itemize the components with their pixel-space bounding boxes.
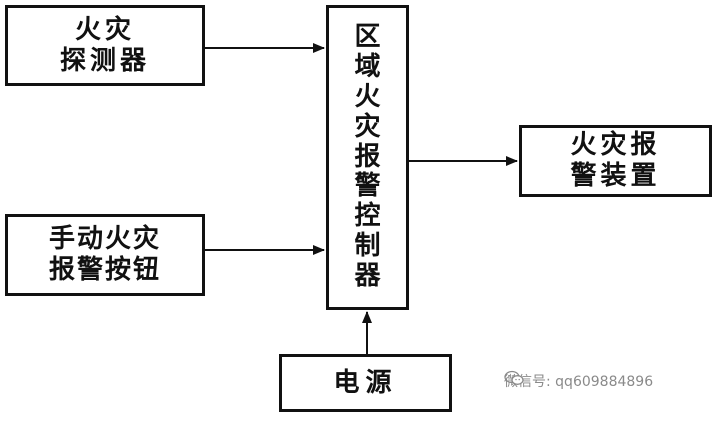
area-fire-alarm-controller-label: 区 域 火 灾 报 警 控 制 器 [354,21,381,292]
fire-alarm-device-box: 火灾报 警装置 [519,125,712,197]
watermark-text: 微信号: qq609884896 [504,374,654,390]
wechat-icon [504,370,524,385]
fire-detector-box: 火灾 探测器 [5,5,205,86]
fire-detector-label: 火灾 探测器 [59,14,150,76]
power-supply-box: 电源 [279,354,452,412]
fire-alarm-device-label: 火灾报 警装置 [570,130,661,191]
watermark: 微信号: qq609884896 [504,370,653,392]
manual-alarm-button-label: 手动火灾 报警按钮 [48,224,161,285]
area-fire-alarm-controller-box: 区 域 火 灾 报 警 控 制 器 [326,5,409,310]
power-supply-label: 电源 [333,367,398,398]
manual-alarm-button-box: 手动火灾 报警按钮 [5,214,205,296]
